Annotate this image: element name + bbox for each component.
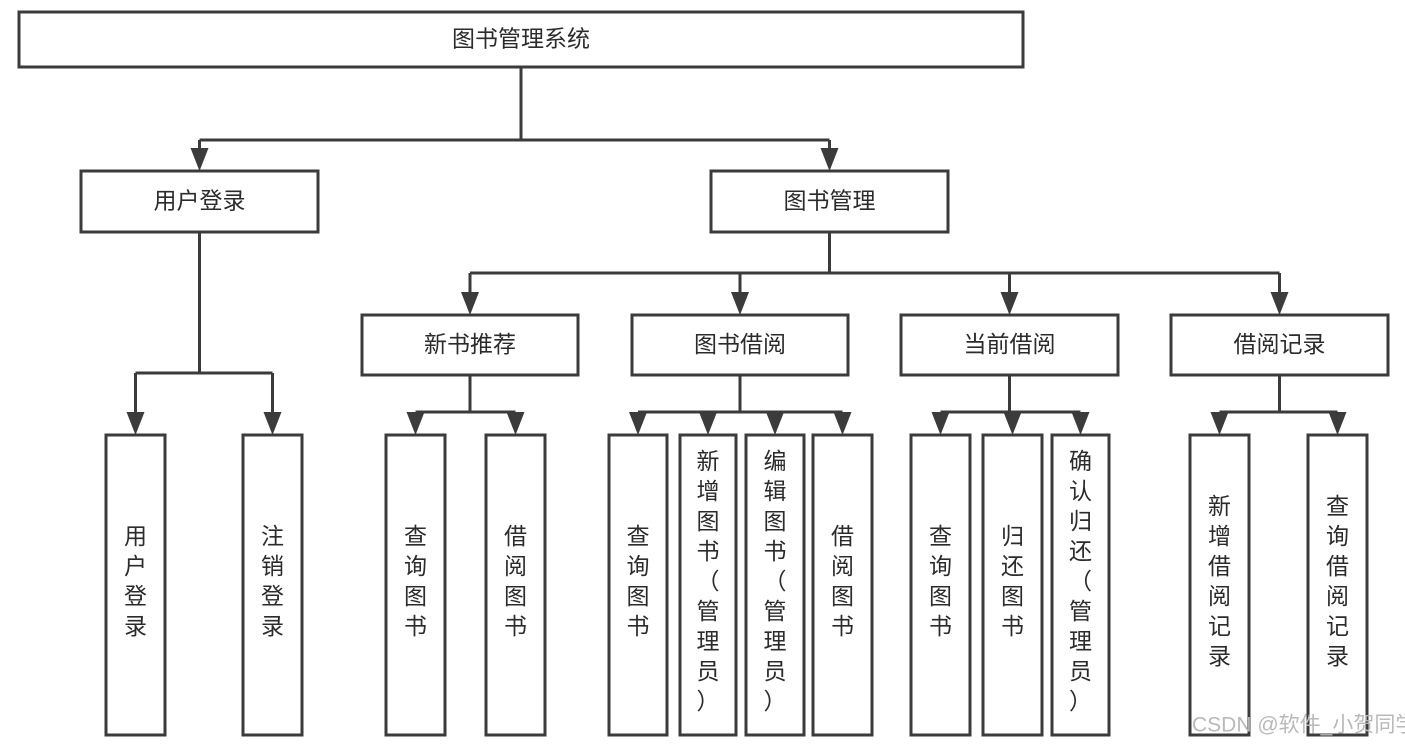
- node-l2-1-图书管理[interactable]: 图书管理: [709, 169, 950, 234]
- arrow-head-icon: [1270, 292, 1289, 315]
- arrow-head-icon: [461, 292, 479, 315]
- node-label: 确认归还（管理员）: [1069, 448, 1092, 714]
- node-box[interactable]: [744, 433, 806, 737]
- node-box[interactable]: [1306, 433, 1369, 737]
- arrow-head-icon: [931, 412, 950, 435]
- node-leaf-8-查询图书[interactable]: 查询图书: [909, 433, 972, 737]
- node-label: 新增图书（管理员）: [697, 448, 720, 714]
- arrow-head-icon: [1000, 292, 1019, 315]
- node-leaf-2-查询图书[interactable]: 查询图书: [384, 433, 447, 737]
- node-label: 图书管理系统: [452, 26, 590, 52]
- node-box[interactable]: [241, 433, 304, 737]
- node-leaf-7-借阅图书[interactable]: 借阅图书: [811, 433, 874, 737]
- arrow-head-icon: [1210, 412, 1229, 435]
- arrow-head-icon: [731, 292, 749, 315]
- connector-group: [190, 67, 839, 171]
- node-l3-0-新书推荐[interactable]: 新书推荐: [360, 313, 580, 377]
- node-box[interactable]: [104, 433, 167, 737]
- arrow-head-icon: [263, 412, 282, 435]
- connector-group: [406, 375, 525, 435]
- node-label: 图书管理: [784, 188, 876, 214]
- connector-group: [461, 232, 1289, 315]
- node-box[interactable]: [360, 313, 580, 377]
- node-leaf-4-查询图书[interactable]: 查询图书: [607, 433, 669, 737]
- arrow-head-icon: [699, 412, 717, 435]
- node-label: 编辑图书（管理员）: [764, 448, 787, 714]
- arrow-head-icon: [1071, 412, 1090, 435]
- connector-group: [126, 232, 282, 435]
- node-label: 用户登录: [154, 188, 246, 214]
- node-label: 用户登录: [124, 523, 147, 639]
- node-label: 查询图书: [404, 523, 427, 639]
- node-box[interactable]: [811, 433, 874, 737]
- node-box[interactable]: [909, 433, 972, 737]
- arrow-head-icon: [1003, 412, 1022, 435]
- node-leaf-10-确认归还管理员[interactable]: 确认归还（管理员）: [1050, 433, 1111, 737]
- arrow-head-icon: [820, 148, 839, 171]
- node-label: 借阅图书: [504, 523, 527, 639]
- connector-group: [629, 375, 852, 435]
- node-box[interactable]: [1169, 313, 1390, 377]
- node-label: 新增借阅记录: [1208, 493, 1231, 669]
- arrow-head-icon: [629, 412, 647, 435]
- connectors-layer: [126, 67, 1347, 435]
- node-box[interactable]: [981, 433, 1044, 737]
- node-label: 注销登录: [261, 523, 284, 639]
- node-box[interactable]: [630, 313, 850, 377]
- arrow-head-icon: [190, 148, 209, 171]
- node-leaf-1-注销登录[interactable]: 注销登录: [241, 433, 304, 737]
- node-box[interactable]: [899, 313, 1120, 377]
- node-label: 新书推荐: [424, 331, 516, 357]
- node-leaf-5-新增图书管理员[interactable]: 新增图书（管理员）: [678, 433, 738, 737]
- arrow-head-icon: [506, 412, 525, 435]
- node-l3-2-当前借阅[interactable]: 当前借阅: [899, 313, 1120, 377]
- arrow-head-icon: [406, 412, 425, 435]
- node-leaf-3-借阅图书[interactable]: 借阅图书: [484, 433, 547, 737]
- node-box[interactable]: [1188, 433, 1251, 737]
- watermark-label: CSDN @软件_小贺同学: [1192, 714, 1405, 737]
- node-box[interactable]: [678, 433, 738, 737]
- node-root-0-图书管理系统[interactable]: 图书管理系统: [17, 10, 1025, 69]
- arrow-head-icon: [126, 412, 145, 435]
- node-leaf-9-归还图书[interactable]: 归还图书: [981, 433, 1044, 737]
- node-leaf-11-新增借阅记录[interactable]: 新增借阅记录: [1188, 433, 1251, 737]
- arrow-head-icon: [833, 412, 852, 435]
- connector-group: [931, 375, 1090, 435]
- arrow-head-icon: [1328, 412, 1347, 435]
- node-leaf-12-查询借阅记录[interactable]: 查询借阅记录: [1306, 433, 1369, 737]
- node-label: 借阅记录: [1234, 331, 1326, 357]
- node-label: 当前借阅: [964, 331, 1056, 357]
- nodes-layer: 图书管理系统用户登录图书管理新书推荐图书借阅当前借阅借阅记录用户登录注销登录查询…: [17, 10, 1390, 737]
- node-leaf-0-用户登录[interactable]: 用户登录: [104, 433, 167, 737]
- node-l2-0-用户登录[interactable]: 用户登录: [79, 169, 320, 234]
- node-l3-1-图书借阅[interactable]: 图书借阅: [630, 313, 850, 377]
- node-box[interactable]: [1050, 433, 1111, 737]
- node-label: 查询图书: [929, 523, 952, 639]
- connector-group: [1210, 375, 1347, 435]
- node-box[interactable]: [79, 169, 320, 234]
- node-label: 查询借阅记录: [1326, 493, 1349, 669]
- node-label: 借阅图书: [831, 523, 854, 639]
- node-label: 图书借阅: [694, 331, 786, 357]
- node-label: 归还图书: [1001, 523, 1024, 639]
- node-label: 查询图书: [627, 523, 650, 639]
- arrow-head-icon: [766, 412, 784, 435]
- node-box[interactable]: [384, 433, 447, 737]
- node-box[interactable]: [709, 169, 950, 234]
- node-box[interactable]: [607, 433, 669, 737]
- node-leaf-6-编辑图书管理员[interactable]: 编辑图书（管理员）: [744, 433, 806, 737]
- node-box[interactable]: [17, 10, 1025, 69]
- node-l3-3-借阅记录[interactable]: 借阅记录: [1169, 313, 1390, 377]
- node-box[interactable]: [484, 433, 547, 737]
